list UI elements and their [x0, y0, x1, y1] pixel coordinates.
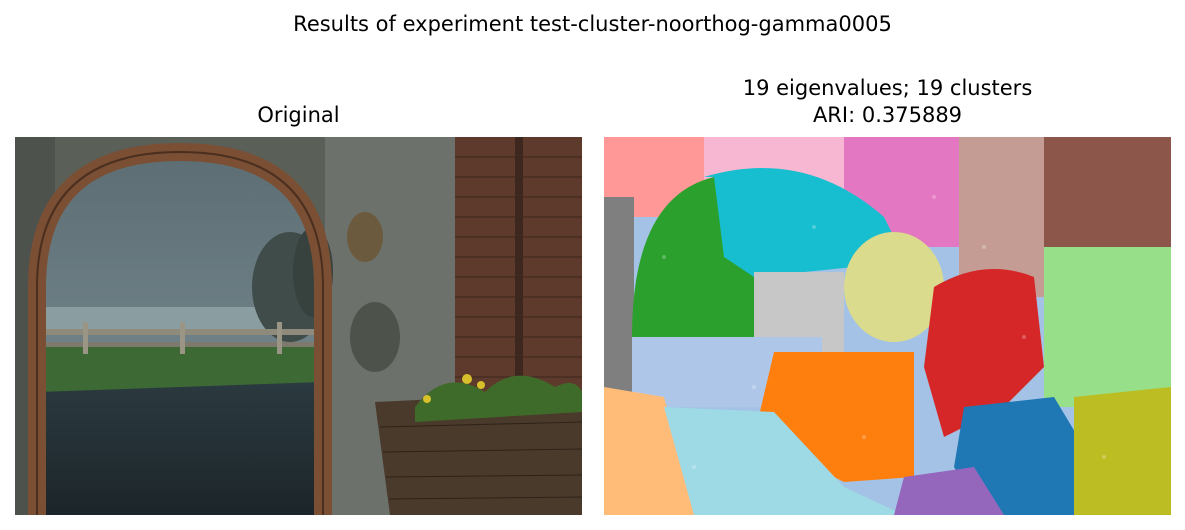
figure-title: Results of experiment test-cluster-noort… — [293, 12, 892, 36]
segmentation-title-line1: 19 eigenvalues; 19 clusters — [742, 76, 1033, 100]
segmentation-panel-title: 19 eigenvalues; 19 clusters ARI: 0.37588… — [604, 75, 1171, 129]
segmentation-title-line2: ARI: 0.375889 — [812, 103, 963, 127]
original-panel-title: Original — [257, 103, 340, 127]
original-image — [15, 137, 582, 515]
segmentation-image — [604, 137, 1171, 515]
